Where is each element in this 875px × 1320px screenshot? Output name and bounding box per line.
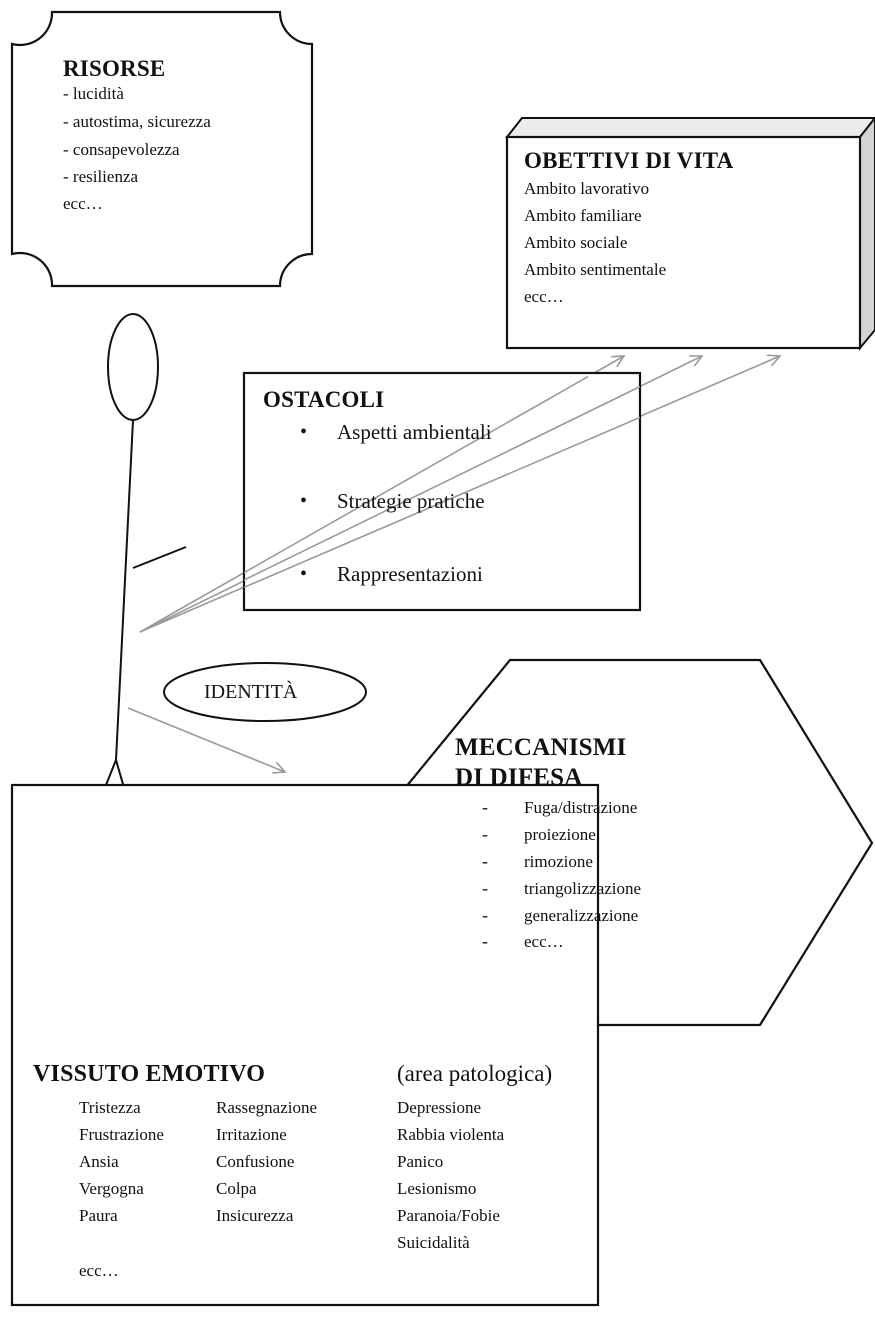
vissuto-col2-item: Rassegnazione (216, 1098, 318, 1117)
obiettivi-title: OBETTIVI DI VITA (524, 148, 734, 173)
risorse-item: - resilienza (63, 167, 139, 186)
arrow-to-vissuto (127, 707, 285, 772)
obiettivi-item: Ambito sentimentale (524, 260, 667, 279)
dash-icon: - (482, 905, 488, 925)
obiettivi-item: ecc… (524, 287, 564, 306)
meccanismi-title-line1: MECCANISMI (455, 734, 627, 761)
vissuto-col3-item: Lesionismo (397, 1179, 477, 1198)
risorse-item: ecc… (63, 194, 103, 213)
dash-icon: - (482, 878, 488, 898)
bullet-icon: • (300, 490, 308, 512)
ostacoli-item: Rappresentazioni (337, 562, 483, 586)
vissuto-col2-item: Insicurezza (216, 1206, 294, 1225)
meccanismi-item: rimozione (524, 852, 593, 871)
dash-icon: - (482, 851, 488, 871)
obiettivi-item: Ambito familiare (524, 206, 642, 225)
meccanismi-title-line2: DI DIFESA (455, 764, 583, 791)
bullet-icon: • (300, 563, 308, 585)
dash-icon: - (482, 797, 488, 817)
arrows-over-ostacoli (243, 375, 641, 589)
identita-label: IDENTITÀ (204, 681, 298, 703)
vissuto-col1-item: Paura (79, 1206, 118, 1225)
obiettivi-item: Ambito sociale (524, 233, 628, 252)
obiettivi-box (504, 116, 875, 351)
vissuto-col1-item: Tristezza (79, 1098, 141, 1117)
meccanismi-item: Fuga/distrazione (524, 798, 638, 817)
vissuto-area-label: (area patologica) (397, 1061, 553, 1086)
ostacoli-box (242, 371, 642, 612)
vissuto-col3-item: Rabbia violenta (397, 1125, 505, 1144)
vissuto-col1-item: Vergogna (79, 1179, 144, 1198)
risorse-title: RISORSE (63, 56, 166, 81)
risorse-box (10, 10, 314, 288)
vissuto-col2-item: Irritazione (216, 1125, 287, 1144)
vissuto-col2-item: Confusione (216, 1152, 295, 1171)
vissuto-box (10, 783, 600, 1307)
stick-figure (79, 313, 187, 851)
dash-icon: - (482, 931, 488, 951)
meccanismi-item: proiezione (524, 825, 596, 844)
obiettivi-item: Ambito lavorativo (524, 179, 650, 198)
vissuto-col3-item: Suicidalità (397, 1233, 470, 1252)
ostacoli-item: Strategie pratiche (337, 489, 485, 513)
risorse-item: - consapevolezza (63, 140, 180, 159)
vissuto-title: VISSUTO EMOTIVO (33, 1061, 266, 1087)
vissuto-col2-item: Colpa (216, 1179, 257, 1198)
risorse-item: - autostima, sicurezza (63, 112, 211, 131)
vissuto-col3-item: Paranoia/Fobie (397, 1206, 500, 1225)
dash-icon: - (482, 824, 488, 844)
meccanismi-item: generalizzazione (524, 906, 639, 925)
ostacoli-title: OSTACOLI (263, 387, 385, 412)
vissuto-col1-item: Frustrazione (79, 1125, 164, 1144)
vissuto-col3-item: Panico (397, 1152, 444, 1171)
risorse-item: - lucidità (63, 84, 124, 103)
meccanismi-item: triangolizzazione (524, 879, 642, 898)
vissuto-col3-item: Depressione (397, 1098, 482, 1117)
bullet-icon: • (300, 421, 308, 443)
figure-head (107, 313, 159, 421)
identita-ellipse (163, 662, 367, 722)
vissuto-etc: ecc… (79, 1261, 119, 1280)
ostacoli-item: Aspetti ambientali (337, 420, 492, 444)
vissuto-col1-item: Ansia (79, 1152, 119, 1171)
meccanismi-item: ecc… (524, 932, 564, 951)
